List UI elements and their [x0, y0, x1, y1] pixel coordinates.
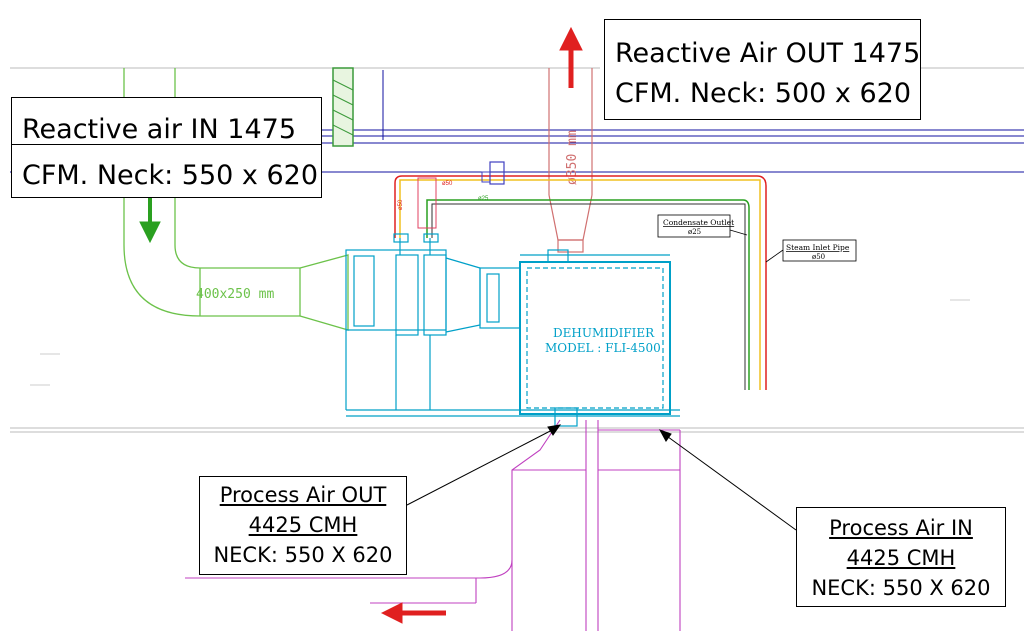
reactive-out-duct: [548, 68, 593, 253]
reactive-in-divider: [12, 144, 321, 145]
steam-label-title: Steam Inlet Pipe: [786, 243, 850, 252]
reactive-in-line2: CFM. Neck: 550 x 620: [22, 160, 319, 191]
dehumidifier-name: DEHUMIDIFIER: [553, 326, 655, 340]
process-ducts: [185, 419, 681, 631]
dehumidifier-assembly: [345, 233, 680, 427]
hatched-column: [332, 67, 354, 147]
reactive-in-duct-size: 400x250 mm: [196, 287, 274, 302]
steam-leader: [765, 249, 784, 263]
pipe-tag-3: ø50: [398, 199, 404, 210]
process-out-line2: 4425 CMH: [248, 513, 358, 537]
process-in-line1: Process Air IN: [829, 516, 973, 540]
gray-reference-lines: [10, 67, 1024, 433]
steam-pipe: [394, 161, 767, 390]
process-air-in-callout: Process Air IN 4425 CMH NECK: 550 X 620: [796, 507, 1006, 607]
process-in-line3: NECK: 550 X 620: [811, 576, 991, 600]
process-air-out-callout: Process Air OUT 4425 CMH NECK: 550 X 620: [199, 476, 407, 575]
reactive-out-line2: CFM. Neck: 500 x 620: [615, 78, 912, 109]
dehumidifier-model: MODEL : FLI-4500: [545, 341, 661, 355]
process-out-line3: NECK: 550 X 620: [213, 543, 393, 567]
steam-label-box: [782, 239, 857, 262]
reactive-out-arrow: [559, 26, 583, 88]
column-hatching: [332, 79, 354, 136]
pipe-tag-2: ø25: [478, 196, 489, 202]
process-out-arrow: [380, 602, 446, 624]
reactive-in-line1: Reactive air IN 1475: [22, 114, 296, 145]
callout-leaders: [406, 424, 797, 531]
pipe-tag-1: ø50: [442, 181, 453, 187]
condensate-label-size: ø25: [688, 228, 701, 236]
condensate-label-box: [657, 214, 731, 238]
reactive-air-in-callout: Reactive air IN 1475 CFM. Neck: 550 x 62…: [11, 97, 322, 198]
process-in-line2: 4425 CMH: [846, 546, 956, 570]
condensate-leader: [729, 229, 748, 236]
reactive-out-duct-size: ø350 mm: [565, 130, 580, 185]
process-out-line1: Process Air OUT: [219, 483, 387, 507]
steam-label-size: ø50: [812, 253, 825, 261]
condensate-label-title: Condensate Outlet: [663, 218, 734, 227]
gray-marks: [30, 299, 970, 386]
reactive-out-line1: Reactive Air OUT 1475: [615, 38, 921, 69]
reactive-air-out-callout: Reactive Air OUT 1475 CFM. Neck: 500 x 6…: [604, 19, 921, 120]
